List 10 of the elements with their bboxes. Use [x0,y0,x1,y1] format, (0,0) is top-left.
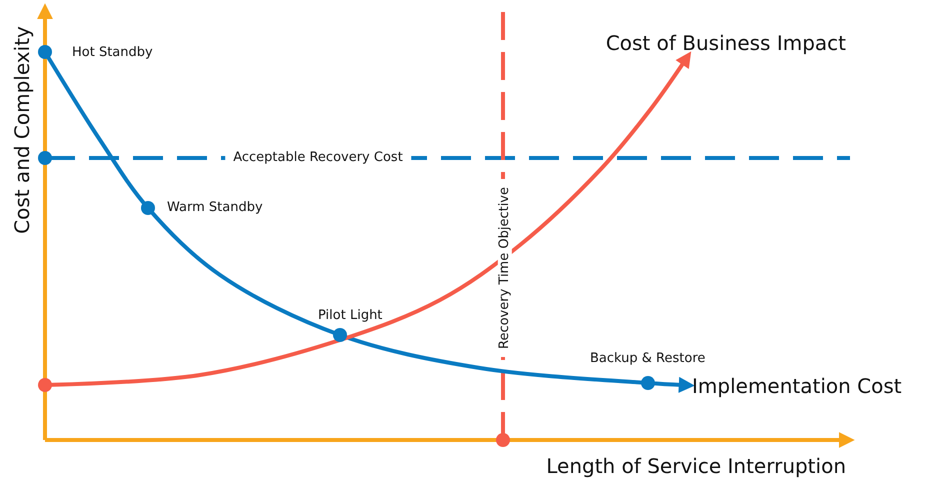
curve-label: Cost of Business Impact [606,32,846,54]
axis-label: Cost and Complexity [11,26,33,234]
point-label: Hot Standby [72,46,153,60]
point-label: Backup & Restore [590,352,706,366]
curve-label: Implementation Cost [692,375,902,397]
axis-label: Length of Service Interruption [546,455,846,477]
threshold-label: Acceptable Recovery Cost [225,150,411,166]
threshold-label: Recovery Time Objective [498,179,512,357]
point-label: Warm Standby [167,200,263,216]
point-label: Pilot Light [318,308,382,324]
